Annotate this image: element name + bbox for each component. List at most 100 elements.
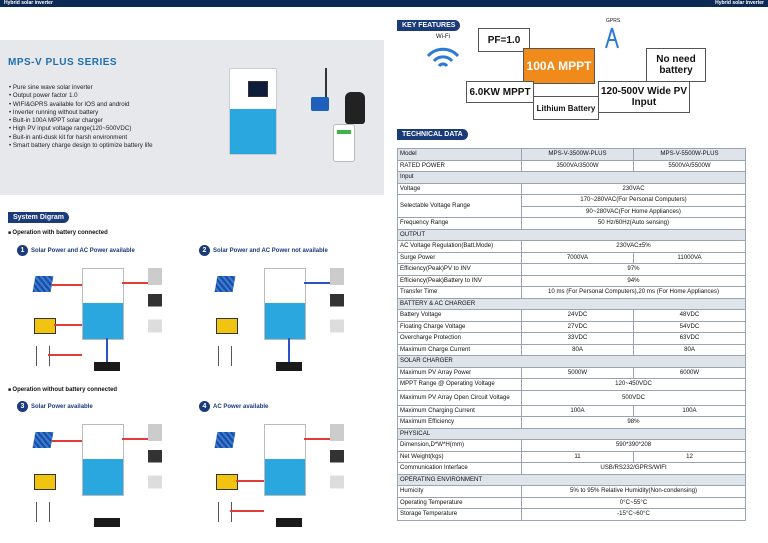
feature-item: WIFI&GPRS available for IOS and android (9, 101, 153, 109)
spec-value: 98% (521, 416, 746, 429)
spec-label: Frequency Range (397, 217, 522, 230)
spec-section-label: PHYSICAL (397, 427, 746, 440)
spec-row: Storage Temperature-15°C~60°C (397, 508, 746, 521)
key-features-graphic: Wi-Fi GPRS PF=1.0 No need battery 100A M… (398, 18, 753, 126)
feature-item: High PV input voltage range(120~500VDC) (9, 125, 153, 133)
spec-label: Maximum PV Array Open Circuit Voltage (397, 389, 522, 406)
spec-value: 6000W (633, 366, 746, 379)
system-diagram-2 (212, 262, 352, 382)
spec-value: 80A (633, 343, 746, 356)
spec-value: 5500VA/5500W (633, 159, 746, 172)
spec-value: 500VDC (521, 389, 746, 406)
case-label: AC Power available (213, 403, 269, 410)
spec-value: 12 (633, 450, 746, 463)
spec-value: 230VAC (521, 182, 746, 195)
feature-item: Smart battery charge design to optimize … (9, 142, 153, 150)
spec-value: 94% (521, 274, 746, 287)
dust-kit-image (345, 92, 365, 124)
feature-list: Pure sine wave solar inverter Output pow… (9, 84, 153, 150)
spec-section-label: BATTERY & AC CHARGER (397, 297, 746, 310)
spec-value: 7000VA (521, 251, 634, 264)
spec-value: 170~280VAC(For Personal Computers) (521, 194, 746, 207)
key-features-title: KEY FEATURES (397, 20, 461, 31)
feature-mppt-100a: 100A MPPT (523, 48, 595, 84)
feature-item: Pure sine wave solar inverter (9, 84, 153, 92)
spec-row: 90~280VAC(For Home Appliances) (398, 205, 746, 218)
spec-label: Floating Charge Voltage (397, 320, 522, 333)
spec-label: Battery Voltage (397, 309, 522, 322)
case-label: Solar Power and AC Power not available (213, 247, 328, 254)
spec-label: MPPT Range @ Operating Voltage (397, 378, 522, 391)
spec-section-row: BATTERY & AC CHARGER (397, 297, 746, 310)
spec-value: 3500VA/3500W (521, 159, 634, 172)
spec-label: Surge Power (397, 251, 522, 264)
feature-pf: PF=1.0 (478, 28, 530, 52)
spec-section-row: OPERATING ENVIRONMENT (397, 473, 746, 486)
spec-value: 97% (521, 263, 746, 276)
spec-value: -15°C~60°C (521, 508, 746, 521)
feature-pv-input: 120-500V Wide PV Input (598, 81, 690, 113)
spec-value: 100A (633, 404, 746, 417)
spec-value: 54VDC (633, 320, 746, 333)
spec-label: Transfer Time (397, 286, 522, 299)
phone-app-image (333, 124, 355, 162)
wifi-label: Wi-Fi (436, 34, 450, 40)
gprs-tower-icon (603, 26, 621, 55)
spec-value: 11 (521, 450, 634, 463)
spec-value: 63VDC (633, 332, 746, 345)
case-number: 4 (199, 401, 210, 412)
spec-value: 230VAC±5% (521, 240, 746, 253)
feature-item: Output power factor 1.0 (9, 92, 153, 100)
top-bar: Hybrid solar inverter Hybrid solar inver… (0, 0, 768, 7)
spec-label: Maximum PV Array Power (397, 366, 522, 379)
spec-value: 33VDC (521, 332, 634, 345)
spec-section-label: OPERATING ENVIRONMENT (397, 473, 746, 486)
spec-value: 80A (521, 343, 634, 356)
case-label: Solar Power available (31, 403, 93, 410)
spec-label: Storage Temperature (397, 508, 522, 521)
spec-value: 0°C~55°C (521, 496, 746, 509)
spec-label: Maximum Charging Current (397, 404, 522, 417)
spec-section-label: SOLAR CHARGER (397, 355, 746, 368)
spec-label: Dimension,D*W*H(mm) (397, 439, 522, 452)
system-diagram-title: System Digram (8, 212, 69, 223)
spec-label: Operating Temperature (397, 496, 522, 509)
spec-label: Overcharge Protection (397, 332, 522, 345)
case-number: 1 (17, 245, 28, 256)
case-1: 1 Solar Power and AC Power available (17, 245, 135, 256)
spec-section-label: Input (397, 171, 746, 184)
spec-value: 24VDC (521, 309, 634, 322)
case-number: 3 (17, 401, 28, 412)
spec-label: Voltage (397, 182, 522, 195)
spec-value: 120~450VDC (521, 378, 746, 391)
case-label: Solar Power and AC Power available (31, 247, 135, 254)
spec-value: 90~280VAC(For Home Appliances) (521, 205, 746, 218)
case-3: 3 Solar Power available (17, 401, 93, 412)
inverter-image (229, 68, 277, 155)
spec-value: 50 Hz/60Hz(Auto sensing) (521, 217, 746, 230)
spec-value: 48VDC (633, 309, 746, 322)
spec-value: 11000VA (633, 251, 746, 264)
spec-label: Efficiency(Peak)PV to INV (397, 263, 522, 276)
spec-row: AC Voltage Regulation(Batt.Mode)230VAC±5… (397, 240, 746, 253)
spec-header-cell: Model (397, 148, 522, 161)
feature-item: Inverter running without battery (9, 109, 153, 117)
spec-header-cell: MPS-V-3500W-PLUS (521, 148, 634, 161)
spec-value: 5% to 95% Relative Humidity(Non-condensi… (521, 485, 746, 498)
spec-section-row: OUTPUT (397, 228, 746, 241)
wifi-dongle-image (311, 97, 329, 111)
spec-label: Maximum Charge Current (397, 343, 522, 356)
